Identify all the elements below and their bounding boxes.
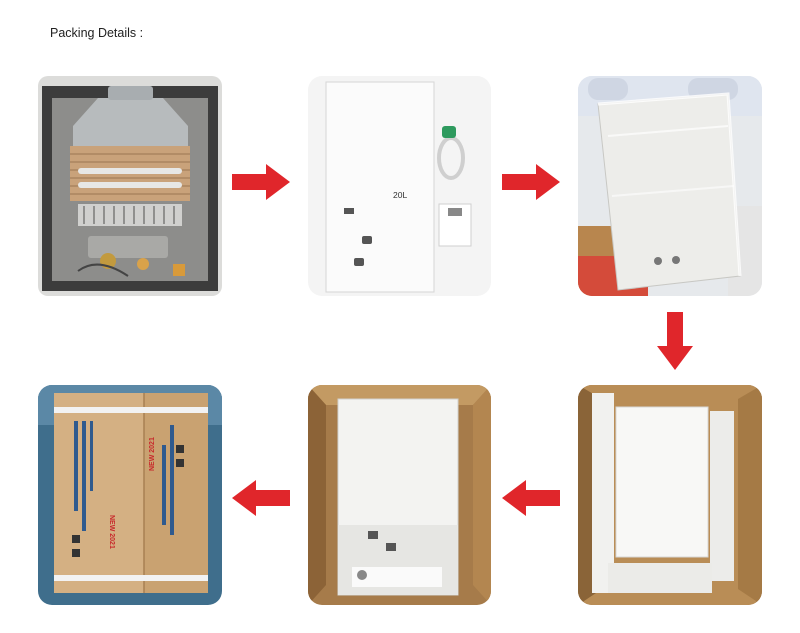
photo-sealed-carton: NEW 2021 NEW 2021 [38, 385, 222, 605]
photo-heater-wrapped [578, 76, 762, 296]
page-title: Packing Details : [50, 26, 144, 40]
photo-foam-in-box [578, 385, 762, 605]
arrow-icon [657, 312, 693, 370]
photo-heater-in-box [308, 385, 491, 605]
arrow-icon [502, 480, 560, 516]
carton-badge: NEW 2021 [108, 515, 115, 549]
arrow-icon [232, 480, 290, 516]
arrow-icon [502, 164, 560, 200]
carton-badge-repeat: NEW 2021 [149, 437, 156, 471]
arrow-icon [232, 164, 290, 200]
photo-heater-internals [38, 76, 222, 296]
photo-heater-front: 20L [308, 76, 491, 296]
capacity-label: 20L [393, 190, 407, 200]
